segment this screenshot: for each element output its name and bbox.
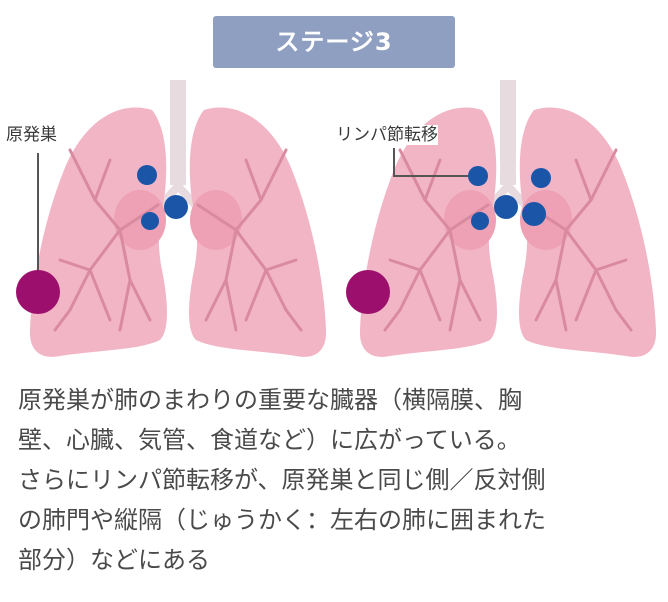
description-line: 壁、心臓、気管、食道など）に広がっている。 [18, 426, 521, 454]
lymph-metastasis-label: リンパ節転移 [336, 125, 438, 145]
lungs-left-diagram [16, 80, 328, 359]
primary-tumor [16, 270, 60, 314]
description-line: 部分）などにある [18, 546, 210, 574]
lungs-right-diagram [346, 80, 658, 359]
description-line: 原発巣が肺のまわりの重要な臓器（横隔膜、胸 [18, 386, 522, 414]
lymph-node [471, 212, 489, 230]
lymph-node [141, 212, 159, 230]
lung-diagrams [16, 80, 658, 359]
lymph-node [468, 166, 488, 186]
description-line: さらにリンパ節転移が、原発巣と同じ側／反対側 [18, 466, 546, 494]
lymph-node [164, 195, 188, 219]
stage-badge: ステージ3 [213, 16, 455, 68]
description-line: の肺門や縦隔（じゅうかく：左右の肺に囲まれた [18, 506, 546, 534]
primary-tumor [346, 270, 390, 314]
lymph-node [531, 168, 551, 188]
lymph-metastasis-leader-line [393, 148, 468, 177]
stage-description: 原発巣が肺のまわりの重要な臓器（横隔膜、胸 壁、心臓、気管、食道など）に広がって… [18, 380, 658, 580]
lymph-node [494, 195, 518, 219]
primary-tumor-label: 原発巣 [6, 125, 57, 145]
lymph-node [137, 165, 157, 185]
lymph-node [522, 202, 546, 226]
